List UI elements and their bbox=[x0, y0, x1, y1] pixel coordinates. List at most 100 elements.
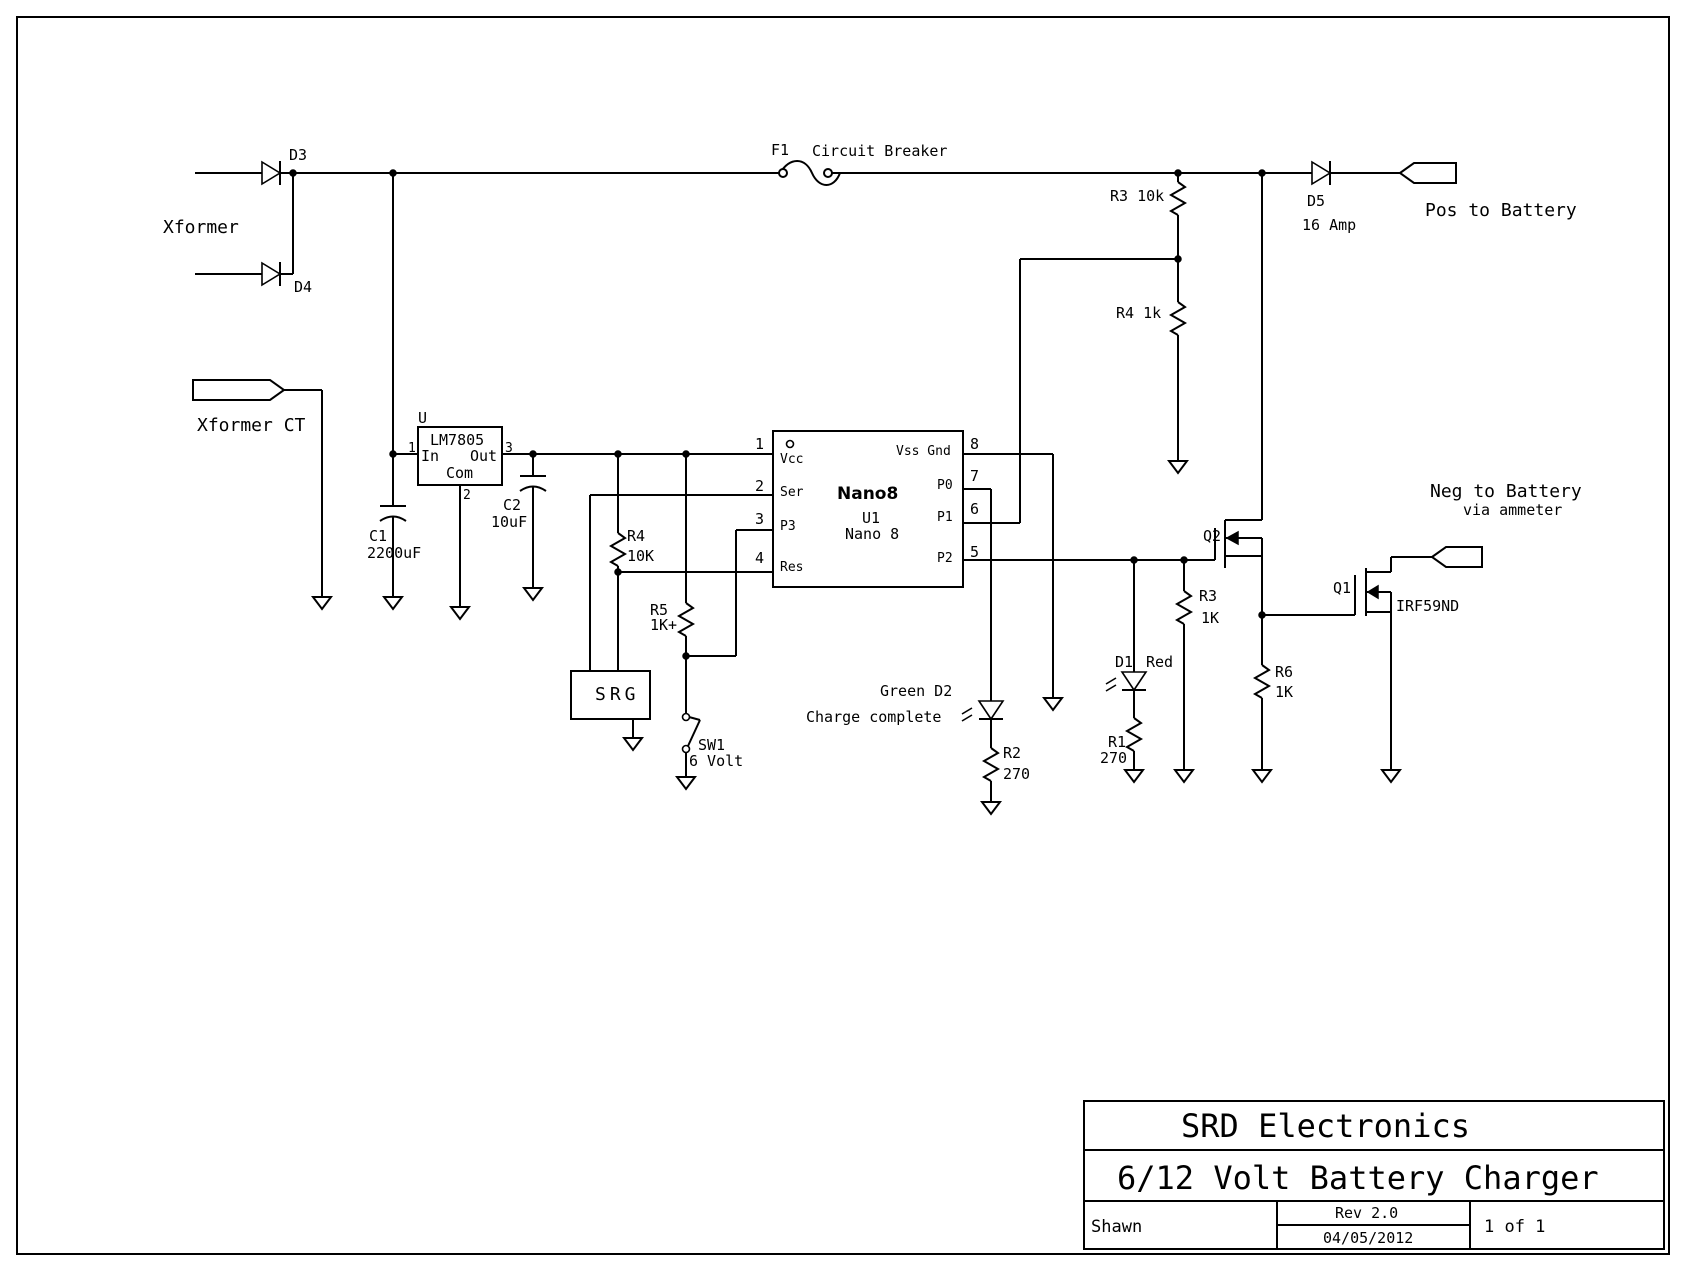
label-q2: Q2 bbox=[1203, 527, 1221, 545]
ground-sw1 bbox=[676, 776, 696, 790]
label-pin-p3: P3 bbox=[780, 519, 796, 534]
label-circuit-breaker: Circuit Breaker bbox=[812, 142, 947, 160]
label-nano8-sub: Nano 8 bbox=[845, 525, 899, 543]
capacitor-c2 bbox=[519, 454, 547, 588]
label-c1-val: 2200uF bbox=[367, 544, 421, 562]
label-reg-in: In bbox=[421, 447, 439, 465]
connector-xformer-ct bbox=[192, 379, 286, 401]
ground-r3 bbox=[1174, 769, 1194, 783]
ground-c2 bbox=[523, 587, 543, 601]
label-n1: 1 bbox=[755, 435, 764, 453]
label-reg-out: Out bbox=[470, 447, 497, 465]
resistor-r2 bbox=[981, 747, 1001, 802]
label-reg-pin1: 1 bbox=[408, 441, 416, 456]
label-d1: D1 bbox=[1115, 653, 1133, 671]
label-pin-p1: P1 bbox=[937, 510, 953, 525]
label-sw1-val: 6 Volt bbox=[689, 752, 743, 770]
fuse-f1 bbox=[779, 160, 841, 186]
label-f1: F1 bbox=[771, 141, 789, 159]
label-n8: 8 bbox=[970, 435, 979, 453]
tb-sheet: 1 of 1 bbox=[1484, 1217, 1545, 1237]
capacitor-c1 bbox=[379, 505, 407, 597]
label-n6: 6 bbox=[970, 500, 979, 518]
tb-company: SRD Electronics bbox=[1181, 1107, 1470, 1145]
label-r1-val: 270 bbox=[1100, 749, 1127, 767]
label-pin-res: Res bbox=[780, 560, 803, 575]
mosfet-q1 bbox=[1354, 556, 1432, 770]
tb-rev: Rev 2.0 bbox=[1335, 1204, 1398, 1222]
label-n2: 2 bbox=[755, 477, 764, 495]
label-r4-top: R4 1k bbox=[1116, 304, 1161, 322]
label-pin-p0: P0 bbox=[937, 478, 953, 493]
ground-c1 bbox=[383, 596, 403, 610]
connector-neg-battery bbox=[1430, 546, 1483, 568]
label-r2: R2 bbox=[1003, 744, 1021, 762]
label-r4-left: R4 bbox=[627, 527, 645, 545]
label-d5-rating: 16 Amp bbox=[1302, 216, 1356, 234]
ground-srg bbox=[623, 737, 643, 751]
ground-r1 bbox=[1124, 769, 1144, 783]
ground-reg bbox=[450, 606, 470, 620]
sheet-border bbox=[16, 16, 1670, 1255]
label-c2-val: 10uF bbox=[491, 513, 527, 531]
label-nano8-title: Nano8 bbox=[837, 484, 898, 504]
resistor-r6 bbox=[1252, 615, 1272, 770]
label-r3-mid-val: 1K bbox=[1201, 609, 1219, 627]
label-pin-vss: Vss Gnd bbox=[896, 444, 951, 459]
label-u: U bbox=[418, 409, 427, 427]
connector-pos-battery bbox=[1398, 162, 1457, 184]
resistor-r4-top bbox=[1168, 300, 1188, 461]
label-reg-pin3: 3 bbox=[505, 441, 513, 456]
label-r3-mid: R3 bbox=[1199, 587, 1217, 605]
diode-d3 bbox=[195, 160, 282, 186]
diode-d5 bbox=[1311, 160, 1400, 186]
switch-sw1 bbox=[681, 712, 701, 777]
label-reg-pin2: 2 bbox=[463, 488, 471, 503]
label-n7: 7 bbox=[970, 467, 979, 485]
srg-block bbox=[570, 670, 651, 720]
ground-r6 bbox=[1252, 769, 1272, 783]
resistor-r4-left bbox=[608, 454, 628, 671]
led-d1 bbox=[1105, 671, 1148, 718]
tb-author: Shawn bbox=[1091, 1217, 1142, 1237]
label-lm7805: LM7805 bbox=[430, 431, 484, 449]
ground-r4 bbox=[1168, 460, 1188, 474]
label-u1: U1 bbox=[862, 509, 880, 527]
title-block bbox=[1083, 1100, 1665, 1250]
label-r5: R5 bbox=[650, 601, 668, 619]
label-n3: 3 bbox=[755, 510, 764, 528]
label-r5-val: 1K+ bbox=[650, 616, 677, 634]
label-pin-ser: Ser bbox=[780, 485, 804, 500]
resistor-r5 bbox=[676, 454, 696, 714]
led-d2 bbox=[961, 700, 1005, 748]
ground-nano8 bbox=[1043, 697, 1063, 711]
label-r6: R6 bbox=[1275, 663, 1293, 681]
label-sw1: SW1 bbox=[698, 736, 725, 754]
label-n5: 5 bbox=[970, 543, 979, 561]
resistor-r1 bbox=[1124, 717, 1144, 770]
ground-ct bbox=[312, 596, 332, 610]
label-pin-p2: P2 bbox=[937, 551, 953, 566]
ground-r2 bbox=[981, 801, 1001, 815]
tb-title: 6/12 Volt Battery Charger bbox=[1117, 1159, 1599, 1197]
resistor-r3-mid bbox=[1174, 560, 1194, 770]
label-r1: R1 bbox=[1108, 733, 1126, 751]
label-pin-vcc: Vcc bbox=[780, 452, 803, 467]
label-r3-top: R3 10k bbox=[1110, 187, 1164, 205]
label-srg: SRG bbox=[595, 684, 640, 705]
label-q1-part: IRF59ND bbox=[1396, 597, 1459, 615]
label-d3: D3 bbox=[289, 146, 307, 164]
ic-nano8 bbox=[772, 430, 964, 588]
label-d4: D4 bbox=[294, 278, 312, 296]
label-r2-val: 270 bbox=[1003, 765, 1030, 783]
tb-date: 04/05/2012 bbox=[1323, 1229, 1413, 1247]
label-c2: C2 bbox=[503, 496, 521, 514]
label-via-ammeter: via ammeter bbox=[1463, 501, 1562, 519]
label-xformer-ct: Xformer CT bbox=[197, 415, 306, 436]
diode-d4 bbox=[195, 261, 282, 287]
mosfet-q2 bbox=[1214, 173, 1263, 615]
label-reg-com: Com bbox=[446, 464, 473, 482]
ground-q1 bbox=[1381, 769, 1401, 783]
label-n4: 4 bbox=[755, 549, 764, 567]
